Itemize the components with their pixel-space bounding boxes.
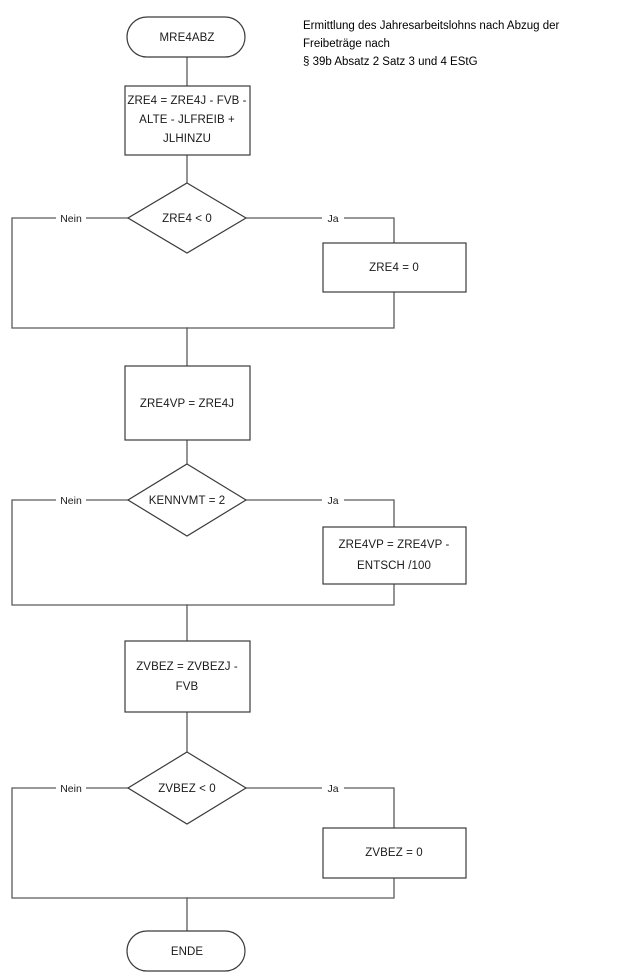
decision-zvbez-shape (126, 751, 248, 825)
connector-entsch-to-merge (186, 583, 395, 606)
process-zre4vp-shape (124, 365, 251, 441)
edge-label-decision1-yes: Ja (322, 211, 344, 226)
node-end[interactable]: ENDE (126, 930, 246, 972)
node-process-zre4-zero[interactable]: ZRE4 = 0 (322, 242, 467, 293)
process-zre4vp-label: ZRE4VP = ZRE4J (140, 398, 234, 410)
process-zvbez-zero-label: ZVBEZ = 0 (365, 847, 422, 859)
process-zvbez-shape (124, 640, 251, 713)
start-label: MRE4ABZ (159, 32, 214, 44)
edge-label-decision3-no-text: Nein (60, 783, 82, 795)
process-zre4-shape (124, 85, 251, 156)
process-zvbez-line2: FVB (176, 681, 199, 693)
end-label: ENDE (171, 946, 204, 958)
process-zre4vp-entsch-line2: ENTSCH /100 (357, 560, 431, 572)
node-decision-zvbez-lt0[interactable]: ZVBEZ < 0 (126, 751, 248, 825)
decision-zre4-label: ZRE4 < 0 (162, 213, 212, 225)
decision-zre4-shape (126, 182, 248, 254)
node-decision-zre4-lt0[interactable]: ZRE4 < 0 (126, 182, 248, 254)
node-process-zvbez-zero[interactable]: ZVBEZ = 0 (322, 827, 467, 879)
process-zre4-zero-shape (322, 242, 467, 293)
edge-label-decision2-no: Nein (56, 493, 86, 508)
node-process-zre4vp[interactable]: ZRE4VP = ZRE4J (124, 365, 251, 441)
edge-label-decision1-yes-text: Ja (327, 213, 338, 225)
node-start[interactable]: MRE4ABZ (126, 16, 246, 58)
annotation-line-1: Ermittlung des Jahresarbeitslohns nach A… (303, 20, 560, 32)
start-terminator-shape (126, 16, 246, 58)
node-process-zre4vp-entsch[interactable]: ZRE4VP = ZRE4VP - ENTSCH /100 (322, 526, 467, 585)
connector-decision2-yes (245, 499, 395, 528)
process-zre4-line1: ZRE4 = ZRE4J - FVB - (127, 95, 246, 107)
process-zre4vp-entsch-line1: ZRE4VP = ZRE4VP - (339, 539, 450, 551)
node-decision-kennvmt[interactable]: KENNVMT = 2 (126, 463, 248, 537)
node-process-zvbez[interactable]: ZVBEZ = ZVBEZJ - FVB (124, 640, 251, 713)
edge-label-decision1-no: Nein (56, 211, 86, 226)
connector-zvbezzero-to-merge (186, 877, 395, 899)
node-process-zre4[interactable]: ZRE4 = ZRE4J - FVB - ALTE - JLFREIB + JL… (124, 85, 251, 156)
decision-kennvmt-shape (126, 463, 248, 537)
connector-zre4zero-to-merge (186, 291, 395, 329)
connector-decision1-yes (245, 217, 395, 244)
edge-label-decision1-no-text: Nein (60, 213, 82, 225)
edge-label-decision3-no: Nein (56, 781, 86, 796)
process-zre4-line3: JLHINZU (163, 133, 211, 145)
process-zre4vp-entsch-shape (322, 526, 467, 585)
connector-decision3-yes (245, 787, 395, 829)
decision-kennvmt-label: KENNVMT = 2 (149, 495, 226, 507)
annotation-block: Ermittlung des Jahresarbeitslohns nach A… (303, 18, 623, 71)
annotation-line-3: § 39b Absatz 2 Satz 3 und 4 EStG (303, 55, 478, 68)
edge-label-decision2-yes-text: Ja (327, 495, 338, 507)
process-zvbez-line1: ZVBEZ = ZVBEZJ - (136, 661, 238, 673)
annotation-line-2: Freibeträge nach (303, 37, 390, 50)
edge-label-decision3-yes: Ja (322, 781, 344, 796)
process-zre4-line2: ALTE - JLFREIB + (139, 114, 235, 126)
decision-zvbez-label: ZVBEZ < 0 (158, 783, 215, 795)
end-terminator-shape (126, 930, 246, 972)
process-zvbez-zero-shape (322, 827, 467, 879)
edge-label-decision3-yes-text: Ja (327, 783, 338, 795)
process-zre4-zero-label: ZRE4 = 0 (369, 262, 419, 274)
edge-label-decision2-no-text: Nein (60, 495, 82, 507)
edge-label-decision2-yes: Ja (322, 493, 344, 508)
